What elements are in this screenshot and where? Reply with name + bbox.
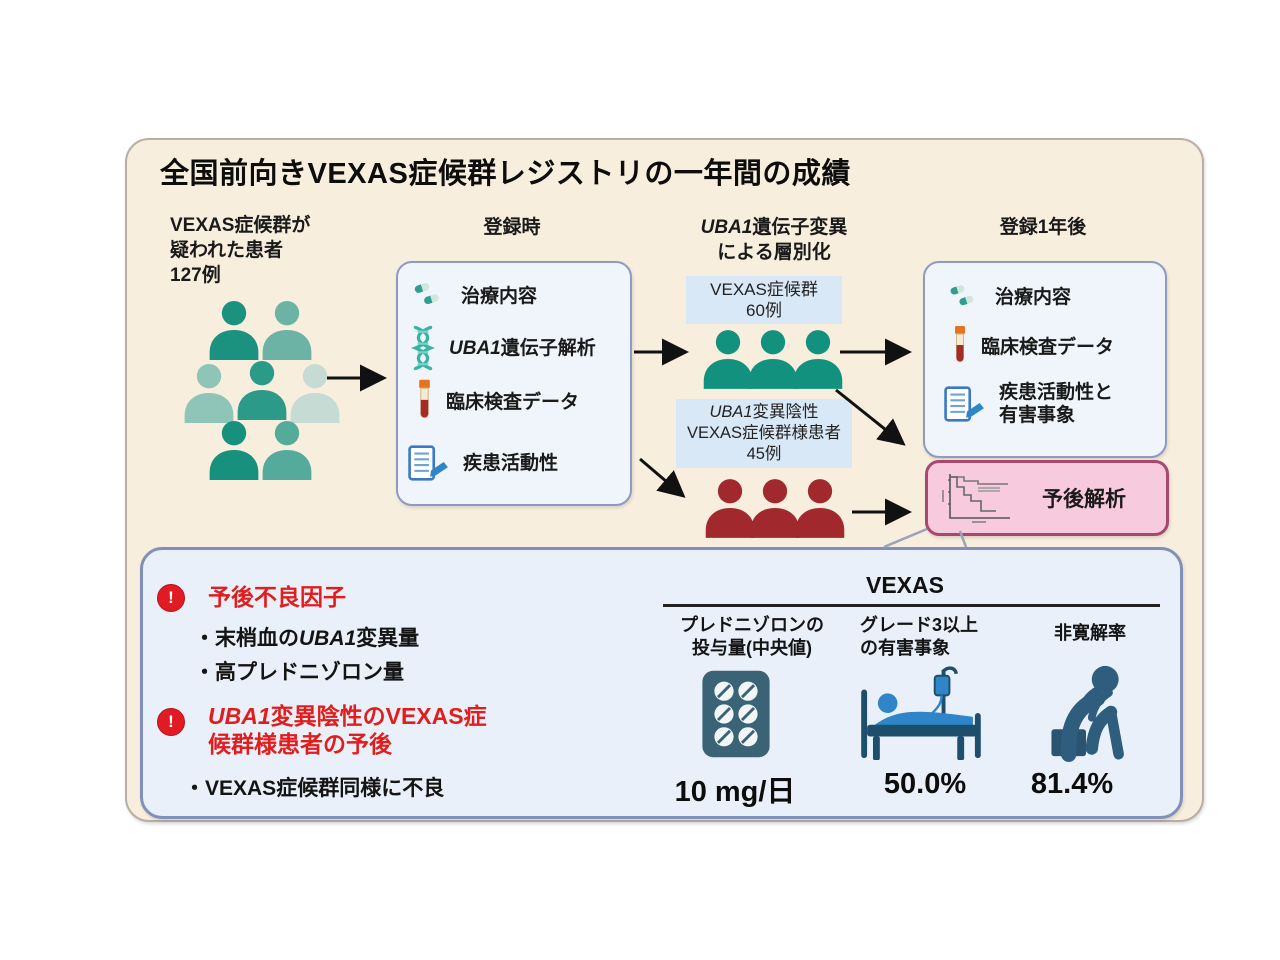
uba1-italic: UBA1 <box>208 703 271 729</box>
column-header-prednisolone: プレドニゾロンの 投与量(中央値) <box>663 614 841 660</box>
person-icon <box>705 479 755 538</box>
followup-header: 登録1年後 <box>999 217 1087 238</box>
person-icon <box>209 420 259 480</box>
column-header-adverse-events: グレード3以上 の有害事象 <box>860 614 1030 660</box>
title-rest: 変異陰性のVEXAS症 <box>270 703 487 729</box>
vexas-group-label-line2: 60例 <box>746 301 782 320</box>
table-header-vexas: VEXAS <box>866 572 944 598</box>
uba1-negative-prognosis-title: UBA1変異陰性のVEXAS症 候群様患者の予後 <box>208 702 487 758</box>
stratification-header-line1: UBA1遺伝子変異 <box>664 215 884 240</box>
followup-item-activity-label: 疾患活動性と 有害事象 <box>999 381 1113 427</box>
adverse-events-value: 50.0% <box>883 768 967 800</box>
person-icon <box>184 363 234 423</box>
prednisolone-value: 10 mg/日 <box>674 776 796 808</box>
column-header-prednisolone-line2: 投与量(中央値) <box>692 638 812 658</box>
column-header-adverse-events-line2: の有害事象 <box>860 638 950 658</box>
uba1-negative-title-line2: 候群様患者の予後 <box>208 731 392 757</box>
blood-tube-icon <box>955 326 965 362</box>
followup-item-activity-line2: 有害事象 <box>999 405 1076 426</box>
uba1-italic: UBA1 <box>709 403 753 421</box>
enrollment-header: 登録時 <box>483 217 541 238</box>
person-icon <box>262 300 312 360</box>
enrollment-item-labs-label: 臨床検査データ <box>446 391 580 413</box>
negative-group-label-line3: 45例 <box>746 445 782 463</box>
clipboard-pen-icon <box>944 386 984 422</box>
enrollment-item-uba1-rest: 遺伝子解析 <box>500 337 596 359</box>
sad-person-icon <box>1051 665 1124 762</box>
person-icon <box>209 300 259 360</box>
warning-icon: ! <box>157 708 185 736</box>
negative-group-label-line2: VEXAS症候群様患者 <box>686 424 842 442</box>
uba1-gene-italic: UBA1 <box>700 217 753 238</box>
followup-item-activity: 疾患活動性と 有害事象 <box>944 378 1113 430</box>
pills-icon <box>414 283 439 305</box>
stratification-header: UBA1遺伝子変異 による層別化 <box>664 215 884 265</box>
enrollment-item-activity: 疾患活動性 <box>408 440 558 486</box>
person-icon <box>748 330 798 389</box>
stratification-header-line2: による層別化 <box>717 242 831 263</box>
column-header-nonremission: 非寛解率 <box>1054 623 1126 643</box>
followup-item-activity-line1: 疾患活動性と <box>999 382 1114 403</box>
page-title: 全国前向きVEXAS症候群レジストリの一年間の成績 <box>160 158 851 190</box>
poor-prognosis-title: 予後不良因子 <box>208 584 346 610</box>
patients-header-line2: 疑われた患者 <box>170 240 284 261</box>
bullet-pre: ・末梢血の <box>194 627 299 650</box>
patients-header-line1: VEXAS症候群が <box>170 215 311 236</box>
enrollment-item-activity-label: 疾患活動性 <box>463 452 559 474</box>
person-icon <box>793 330 843 389</box>
enrollment-item-treatment-label: 治療内容 <box>461 285 538 307</box>
column-header-adverse-events-line1: グレード3以上 <box>860 615 979 635</box>
summary-panel <box>140 547 1183 819</box>
table-header-rule <box>663 604 1160 607</box>
person-icon <box>290 363 340 423</box>
vexas-group-icon <box>700 328 848 396</box>
negative-group-label: UBA1変異陰性 VEXAS症候群様患者 45例 <box>676 399 852 468</box>
person-icon <box>237 360 287 420</box>
poor-prognosis-bullet-2: ・高プレドニゾロン量 <box>194 661 404 684</box>
dna-icon <box>411 325 435 371</box>
negative-group-label-line1-rest: 変異陰性 <box>752 403 819 421</box>
uba1-italic: UBA1 <box>299 627 357 650</box>
patient-crowd-icon <box>178 300 346 480</box>
enrollment-item-treatment: 治療内容 <box>414 276 537 316</box>
poor-prognosis-bullet-1: ・末梢血のUBA1変異量 <box>194 622 419 652</box>
negative-group-icon <box>702 477 850 545</box>
warning-icon: ! <box>157 584 185 612</box>
person-icon <box>262 420 312 480</box>
uba1-negative-title-line1: UBA1変異陰性のVEXAS症 <box>208 702 487 730</box>
uba1-negative-bullet-1: ・VEXAS症候群同様に不良 <box>184 777 445 800</box>
followup-item-labs: 臨床検査データ <box>952 324 1114 370</box>
nonremission-value: 81.4% <box>1030 768 1114 800</box>
person-icon <box>795 479 845 538</box>
patients-header: VEXAS症候群が 疑われた患者 127例 <box>170 213 310 288</box>
pills-icon <box>950 284 974 305</box>
negative-group-label-line1: UBA1変異陰性 <box>676 402 852 423</box>
enrollment-item-uba1-label: UBA1遺伝子解析 <box>449 337 596 360</box>
vexas-group-label-line1: VEXAS症候群 <box>710 280 818 299</box>
enrollment-box <box>396 261 632 506</box>
person-icon <box>750 479 800 538</box>
clipboard-pen-icon <box>408 445 448 481</box>
vexas-group-label: VEXAS症候群 60例 <box>686 276 842 324</box>
prognosis-label: 予後解析 <box>1042 488 1126 511</box>
blood-tube-icon <box>419 379 430 418</box>
uba1-italic: UBA1 <box>449 337 501 359</box>
patients-header-line3: 127例 <box>170 265 221 286</box>
enrollment-item-uba1: UBA1遺伝子解析 <box>410 324 596 372</box>
hospital-bed-icon <box>861 666 981 761</box>
survival-curve-icon <box>942 474 1010 523</box>
prognosis-box: 予後解析 <box>925 460 1169 536</box>
stratification-header-rest: 遺伝子変異 <box>752 217 848 238</box>
pill-blister-icon <box>702 670 770 758</box>
person-icon <box>703 330 753 389</box>
followup-item-treatment-label: 治療内容 <box>995 286 1072 308</box>
bullet-post: 変異量 <box>356 627 420 650</box>
column-header-prednisolone-line1: プレドニゾロンの <box>680 615 824 635</box>
followup-item-treatment: 治療内容 <box>950 278 1071 316</box>
followup-item-labs-label: 臨床検査データ <box>981 336 1115 358</box>
enrollment-item-labs: 臨床検査データ <box>416 378 579 426</box>
